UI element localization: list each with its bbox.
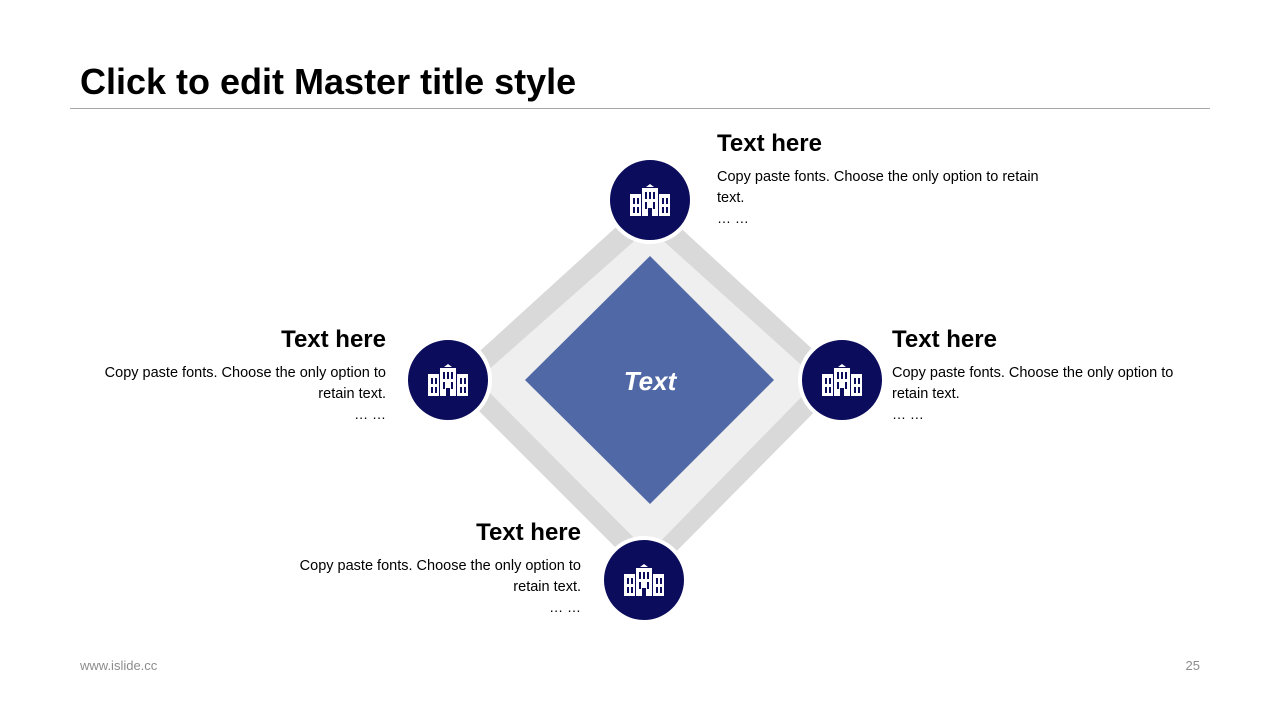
building-icon	[630, 184, 670, 216]
block-body: Copy paste fonts. Choose the only option…	[892, 365, 1174, 402]
building-icon	[624, 564, 664, 596]
text-block-right: Text here Copy paste fonts. Choose the o…	[892, 325, 1192, 423]
title-divider	[70, 108, 1210, 109]
building-icon-circle-bottom	[600, 536, 688, 624]
text-block-bottom: Text here Copy paste fonts. Choose the o…	[291, 518, 581, 616]
block-heading: Text here	[717, 130, 822, 157]
building-icon	[822, 364, 862, 396]
page-number: 25	[1185, 658, 1200, 673]
block-ellipsis: … …	[354, 406, 386, 422]
block-body: Copy paste fonts. Choose the only option…	[717, 169, 1039, 206]
building-icon-circle-right	[798, 336, 886, 424]
block-heading: Text here	[281, 326, 386, 353]
center-label: Text	[623, 366, 677, 396]
block-heading: Text here	[476, 519, 581, 546]
block-ellipsis: … …	[892, 406, 924, 422]
building-icon	[428, 364, 468, 396]
building-icon-circle-top	[606, 156, 694, 244]
footer-website: www.islide.cc	[80, 658, 158, 673]
building-icon-circle-left	[404, 336, 492, 424]
page-title: Click to edit Master title style	[80, 61, 577, 102]
block-heading: Text here	[892, 326, 997, 353]
block-body: Copy paste fonts. Choose the only option…	[104, 365, 386, 402]
center-diamond	[525, 256, 774, 504]
block-ellipsis: … …	[717, 210, 749, 226]
text-block-left: Text here Copy paste fonts. Choose the o…	[96, 325, 386, 423]
block-ellipsis: … …	[549, 599, 581, 615]
text-block-top: Text here Copy paste fonts. Choose the o…	[717, 129, 1057, 227]
block-body: Copy paste fonts. Choose the only option…	[299, 558, 581, 595]
